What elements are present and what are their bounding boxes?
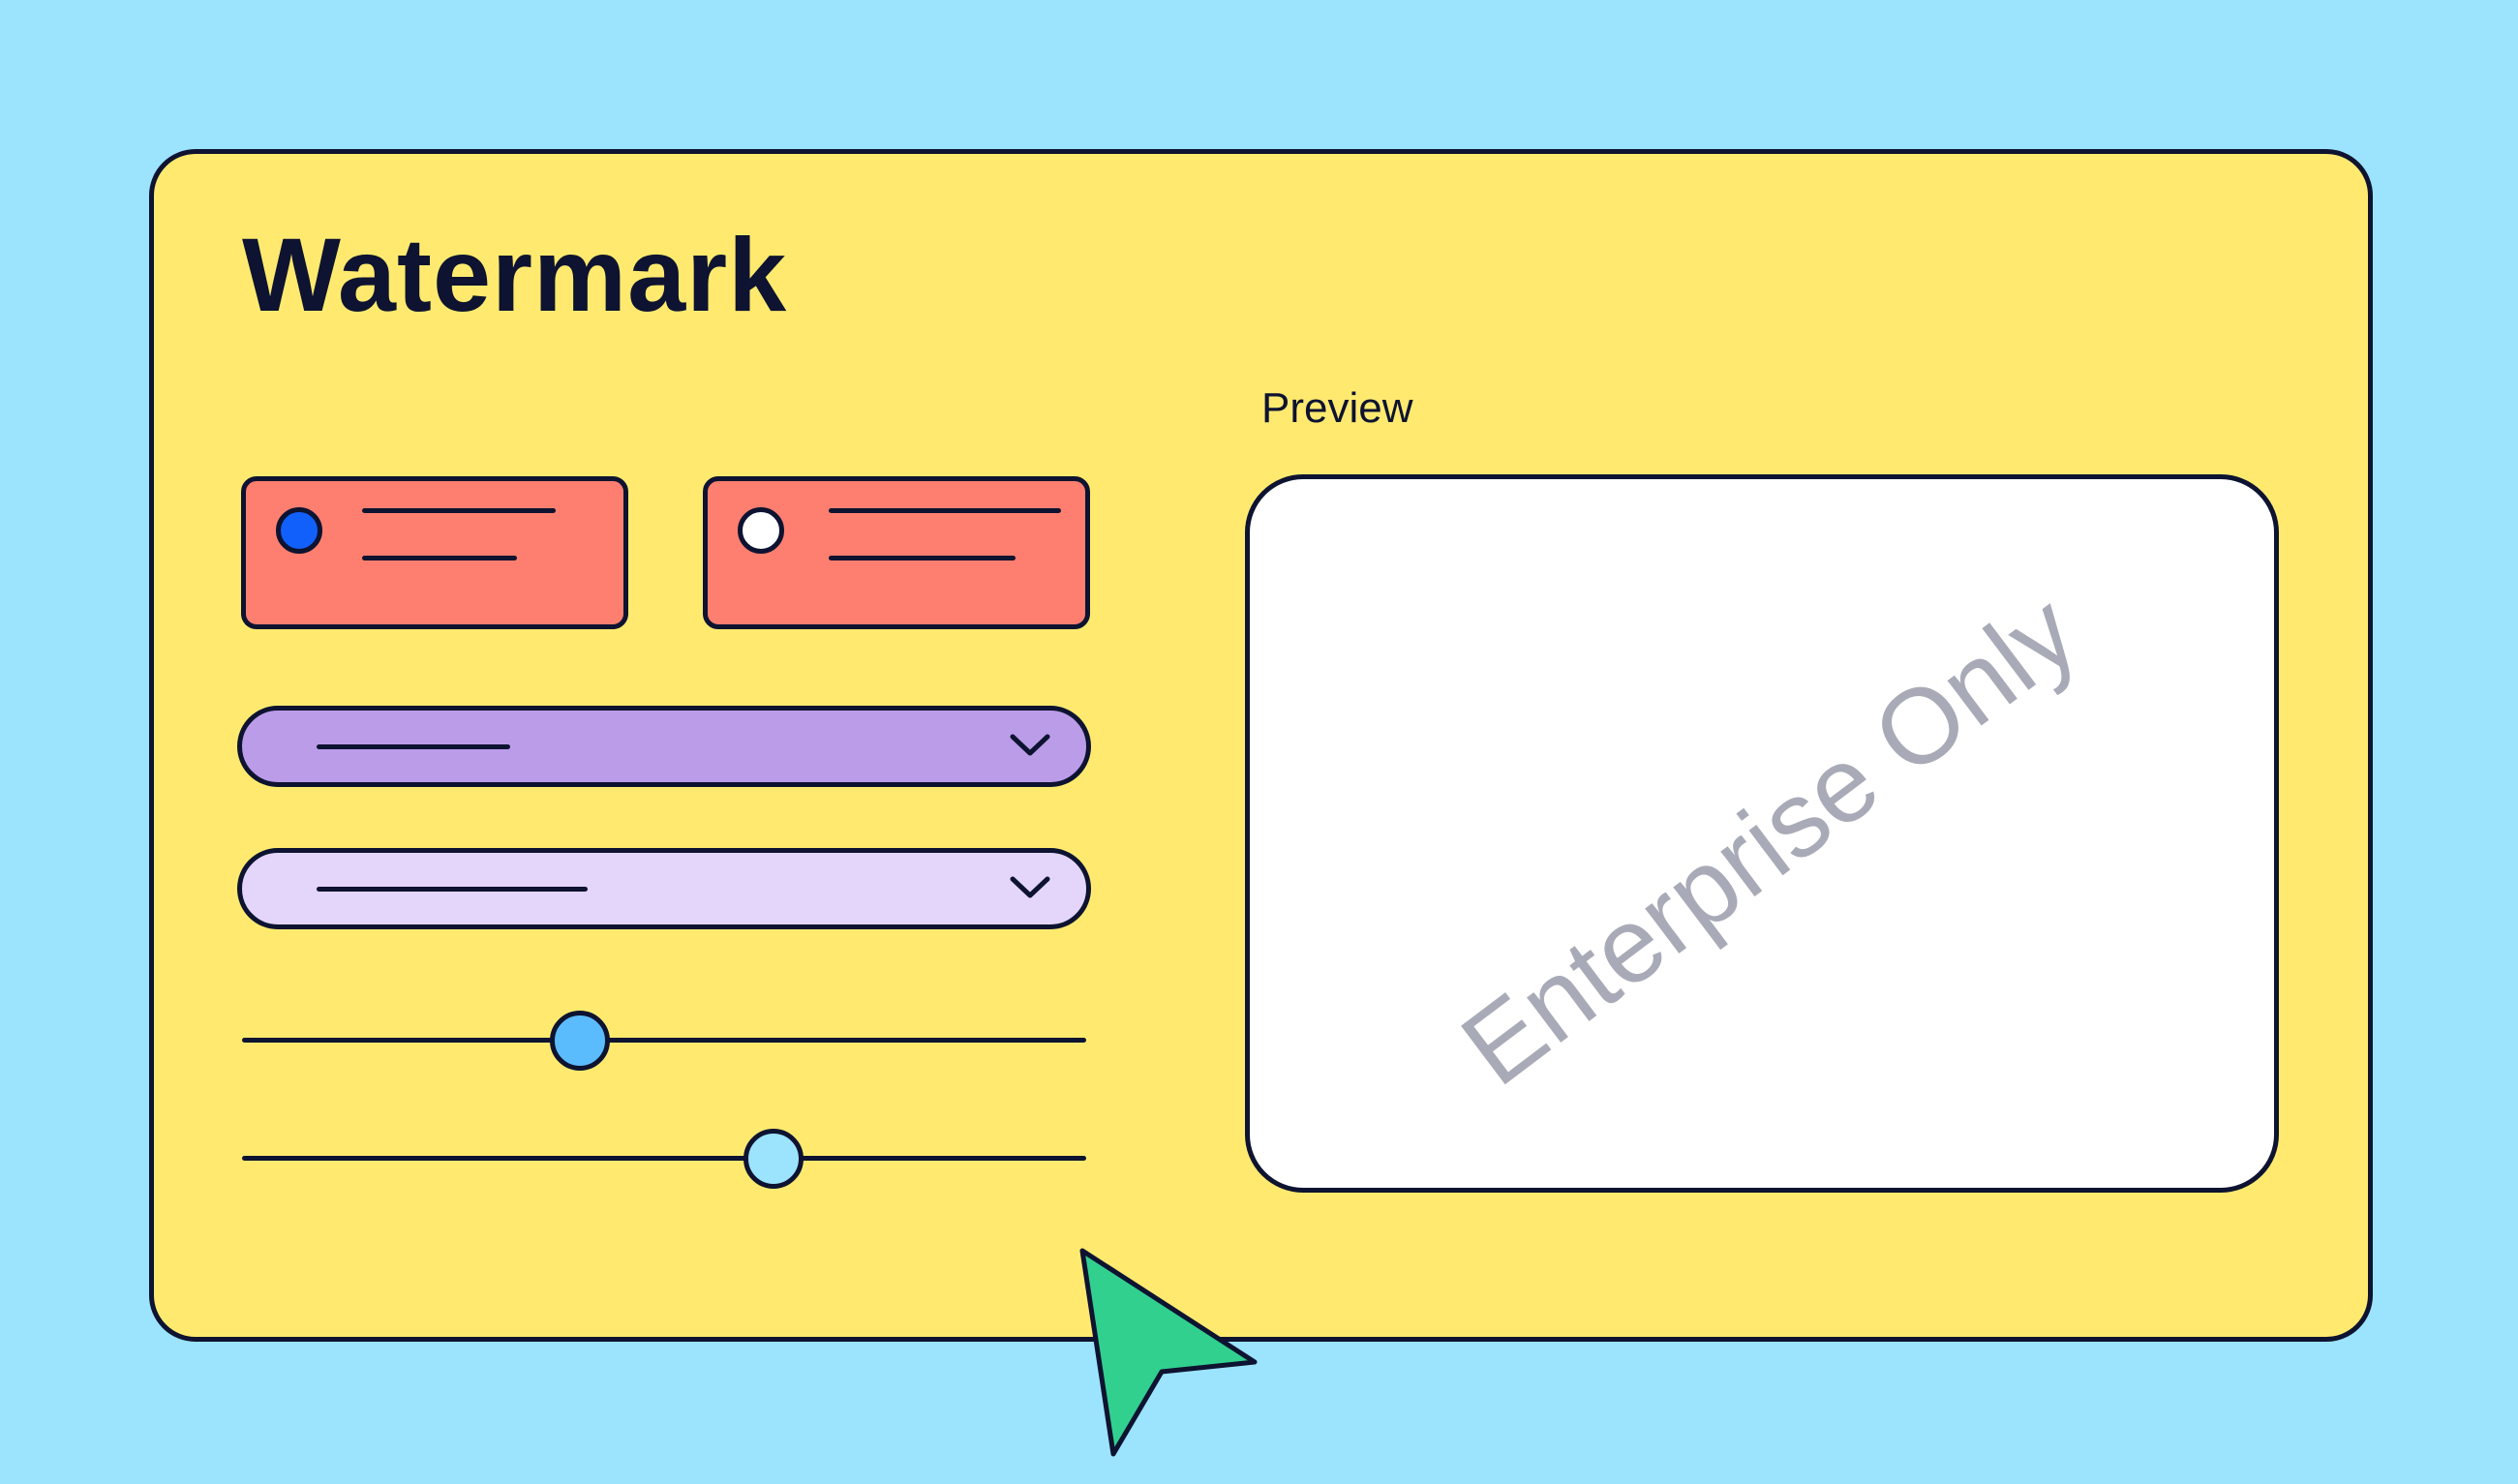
opacity-slider[interactable] <box>242 1006 1086 1074</box>
option-label-line <box>829 508 1061 513</box>
option-label-line <box>362 508 556 513</box>
position-option-1[interactable] <box>241 476 628 629</box>
slider-thumb[interactable] <box>549 1011 610 1071</box>
position-option-2[interactable] <box>703 476 1090 629</box>
color-dropdown[interactable] <box>237 848 1091 929</box>
slider-track <box>242 1038 1086 1043</box>
chevron-down-icon <box>1010 734 1050 756</box>
panel-title: Watermark <box>242 216 788 333</box>
font-dropdown[interactable] <box>237 706 1091 787</box>
radio-button[interactable] <box>276 507 322 554</box>
slider-track <box>242 1156 1086 1161</box>
slider-thumb[interactable] <box>743 1129 804 1189</box>
option-description-line <box>362 556 517 560</box>
mouse-cursor-icon <box>1079 1248 1258 1457</box>
dropdown-value-line <box>317 887 588 892</box>
preview-label: Preview <box>1261 384 1413 432</box>
size-slider[interactable] <box>242 1124 1086 1192</box>
chevron-down-icon <box>1010 876 1050 898</box>
radio-button[interactable] <box>738 507 784 554</box>
option-description-line <box>829 556 1016 560</box>
watermark-text: Enterprise Only <box>1440 571 2099 1108</box>
watermark-preview: Enterprise Only <box>1245 474 2279 1193</box>
dropdown-value-line <box>317 744 510 749</box>
